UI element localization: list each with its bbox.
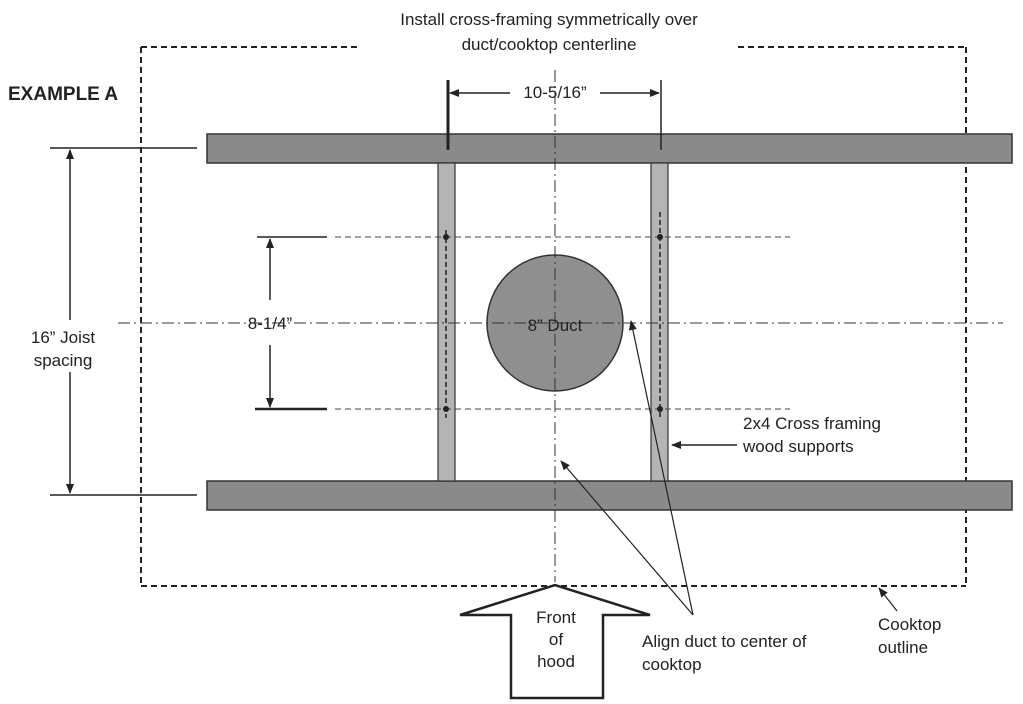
- top-joist: [206, 133, 1013, 164]
- cross-spacing-dimension: [446, 80, 662, 150]
- align-label-line2: cooktop: [642, 655, 702, 674]
- vertical-spacing-label: 8-1/4”: [248, 314, 293, 333]
- duct-label: 8” Duct: [528, 316, 583, 335]
- dimension-guide-lines: [335, 236, 790, 410]
- front-of-hood-line3: hood: [537, 652, 575, 671]
- front-of-hood-line1: Front: [536, 608, 576, 627]
- bottom-joist: [206, 480, 1013, 511]
- example-heading: EXAMPLE A: [8, 84, 118, 105]
- centerlines: [118, 70, 1003, 582]
- cross-spacing-label: 10-5/16”: [523, 83, 587, 102]
- cross-framing-label-line2: wood supports: [742, 437, 854, 456]
- framing-guide-lines: [445, 212, 661, 418]
- cross-framing-label-line1: 2x4 Cross framing: [743, 414, 881, 433]
- align-label-line1: Align duct to center of: [642, 632, 807, 651]
- vertical-spacing-dimension: [255, 236, 327, 411]
- align-pointers: [560, 320, 694, 616]
- cross-framing-right: [650, 162, 669, 482]
- front-of-hood-arrow: [459, 583, 651, 700]
- top-note-line1: Install cross-framing symmetrically over: [400, 10, 698, 29]
- joist-spacing-label-line2: spacing: [34, 351, 93, 370]
- joist-spacing-label-line1: 16” Joist: [31, 328, 96, 347]
- top-note-line2: duct/cooktop centerline: [462, 35, 637, 54]
- intersection-dots: [443, 234, 663, 412]
- cooktop-pointer: [878, 587, 898, 612]
- front-of-hood-line2: of: [549, 630, 563, 649]
- cooktop-label-line2: outline: [878, 638, 928, 657]
- cooktop-label-line1: Cooktop: [878, 615, 941, 634]
- joist-spacing-dimension: [50, 147, 197, 496]
